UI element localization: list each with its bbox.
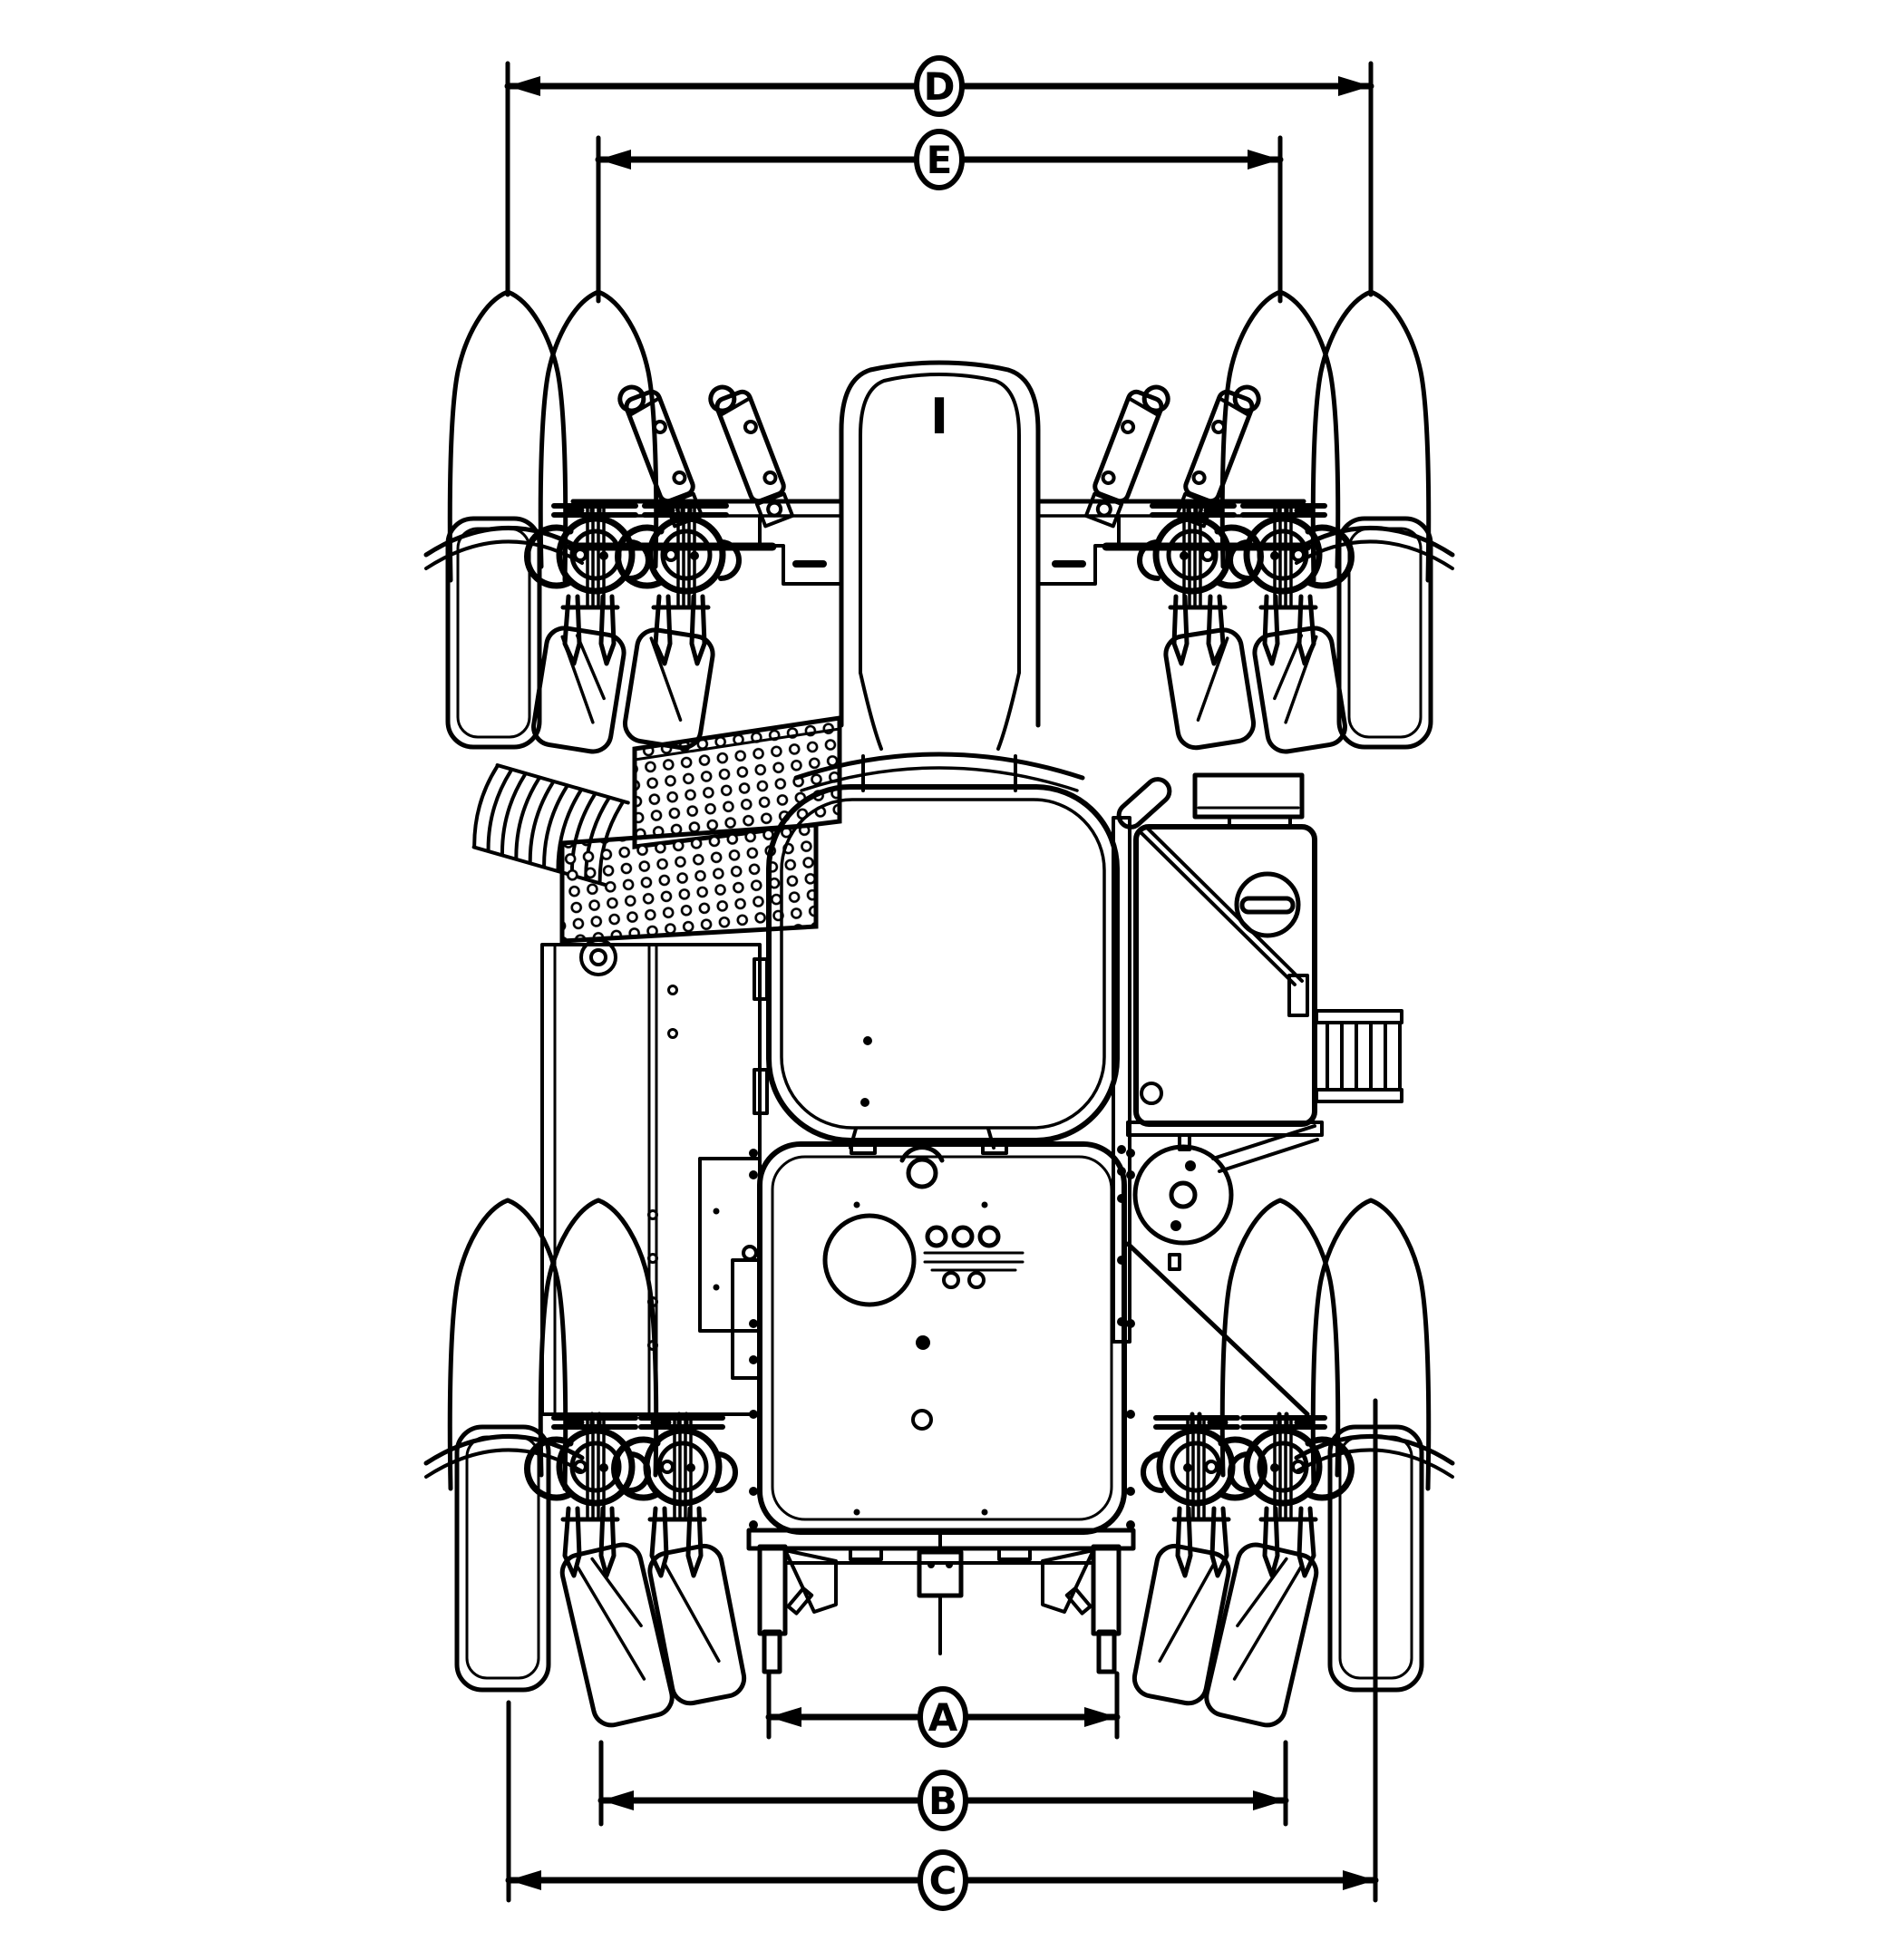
left-side-panel <box>540 938 762 1416</box>
dimension-label-e: E <box>927 138 953 182</box>
perforated-walkways <box>559 715 842 944</box>
dimension-label-b: B <box>928 1779 957 1823</box>
rear-left-wheel-cluster <box>426 1200 836 1729</box>
hood-marker-label: I <box>930 388 948 445</box>
dimension-b: B <box>597 1740 1289 1831</box>
blower-fan <box>1125 1124 1319 1417</box>
dimension-e: E <box>595 129 1284 304</box>
dimension-label-c: C <box>929 1858 957 1903</box>
dimension-label-a: A <box>928 1695 958 1740</box>
dimension-label-d: D <box>924 64 956 109</box>
engine-hood: I <box>839 360 1041 751</box>
dimension-d: D <box>504 55 1374 297</box>
front-right-wheel-cluster <box>1083 292 1452 754</box>
dimension-c: C <box>505 1398 1379 1911</box>
cab-roof <box>753 777 1172 1150</box>
access-ladder <box>1315 1009 1403 1103</box>
dimension-a: A <box>765 1671 1121 1748</box>
cowl <box>793 752 1085 792</box>
rear-body <box>731 1141 1135 1535</box>
front-left-wheel-cluster <box>426 292 795 754</box>
mirror-arm <box>1116 777 1172 830</box>
rear-right-wheel-cluster <box>1043 1200 1452 1729</box>
rear-frame-and-hitch <box>746 1528 1136 1655</box>
fuel-tank <box>1126 772 1324 1137</box>
